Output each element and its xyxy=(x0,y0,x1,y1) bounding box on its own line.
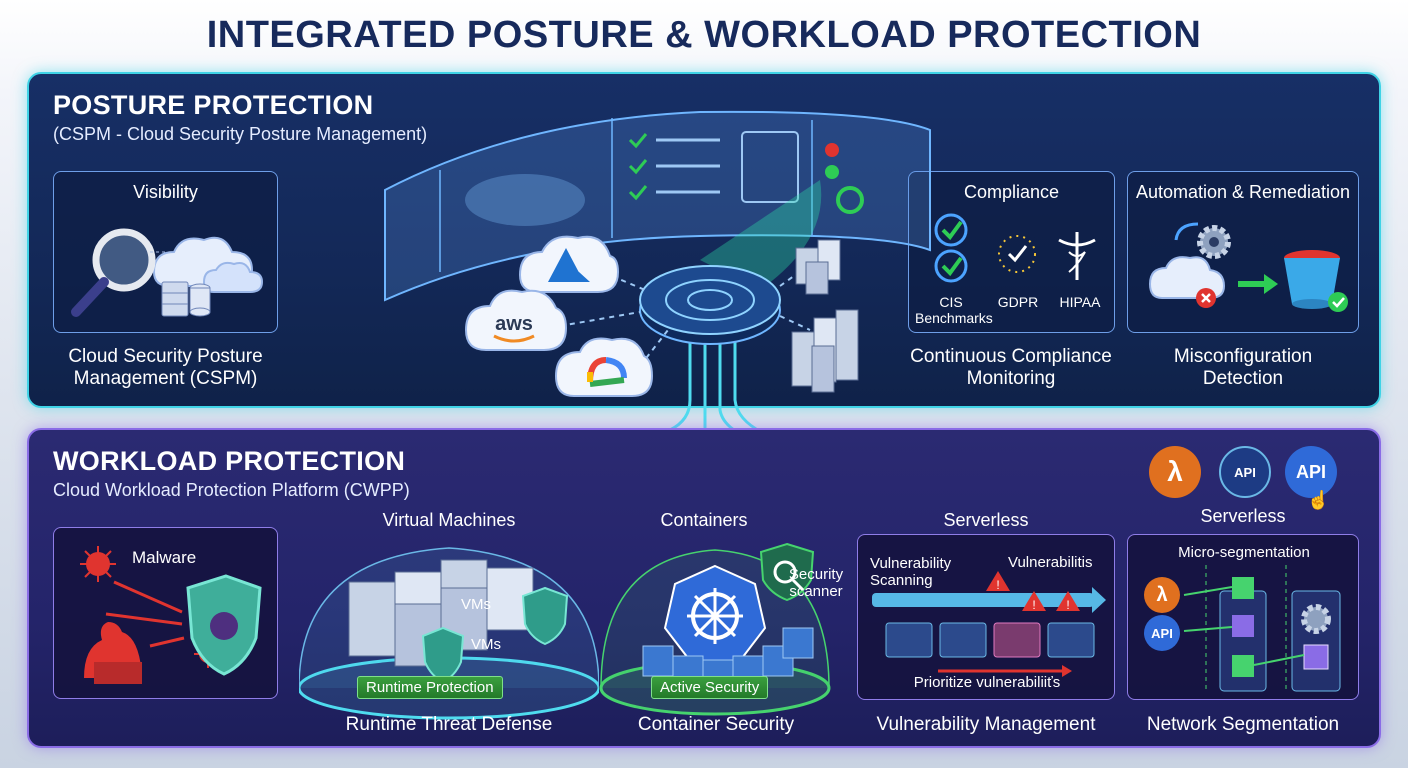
caduceus-icon xyxy=(1058,232,1096,280)
visibility-caption-line2: Management (CSPM) xyxy=(73,368,258,389)
segmentation-illustration xyxy=(1183,565,1341,692)
check-icon xyxy=(934,249,968,283)
api-icon: API xyxy=(1285,446,1337,498)
vm-tag-1: VMs xyxy=(461,596,491,613)
check-icon xyxy=(934,213,968,247)
malware-illustration xyxy=(80,546,262,684)
automation-caption-line1: Misconfiguration xyxy=(1173,346,1313,367)
gear-icon xyxy=(1301,604,1331,634)
automation-caption-line2: Detection xyxy=(1202,368,1284,389)
hipaa-label: HIPAA xyxy=(1059,294,1101,310)
cube-icon xyxy=(1232,577,1329,677)
cloud-icon xyxy=(152,236,264,293)
compliance-illustration xyxy=(934,213,1096,283)
segmentation-box: Micro-segmentation λ API xyxy=(1127,534,1359,700)
compliance-caption: Continuous Compliance Monitoring xyxy=(895,346,1127,390)
visibility-label: Visibility xyxy=(133,182,198,202)
bucket-icon xyxy=(1284,250,1340,309)
automation-label: Automation & Remediation xyxy=(1135,182,1351,202)
hub-disk xyxy=(639,265,781,345)
aws-icon: aws xyxy=(464,289,568,351)
gdpr-label: GDPR xyxy=(997,294,1039,310)
compliance-box: Compliance CIS Benchmarks G xyxy=(908,171,1115,333)
aws-text: aws xyxy=(495,313,533,335)
svg-text:!: ! xyxy=(1066,598,1069,612)
visibility-box: Visibility xyxy=(53,171,278,333)
workload-subtitle: Cloud Workload Protection Platform (CWPP… xyxy=(53,480,410,500)
vms-illustration xyxy=(299,547,599,720)
vulns-label: Vulnerabilitis xyxy=(1008,554,1093,571)
compliance-label: Compliance xyxy=(963,182,1060,202)
gear-icon xyxy=(1197,225,1231,259)
shield-icon xyxy=(421,586,569,684)
eu-stars-icon xyxy=(998,235,1036,273)
dashboard-screens xyxy=(384,110,931,302)
server-icon xyxy=(348,559,534,667)
vuln-box: Vulnerability Scanning Vulnerabilitis ! … xyxy=(857,534,1115,700)
workload-panel: WORKLOAD PROTECTION Cloud Workload Prote… xyxy=(27,428,1381,748)
serverless-icons-label: Serverless xyxy=(1200,506,1286,526)
check-icon xyxy=(628,133,720,201)
cis-label-line1: CIS xyxy=(939,294,963,310)
svg-text:!: ! xyxy=(996,578,999,592)
vms-caption: Runtime Threat Defense xyxy=(345,714,553,735)
containers-label: Containers xyxy=(660,510,748,530)
page-title: INTEGRATED POSTURE & WORKLOAD PROTECTION xyxy=(206,14,1202,56)
compliance-caption-line2: Monitoring xyxy=(966,368,1056,389)
visibility-caption: Cloud Security Posture Management (CSPM) xyxy=(53,346,278,390)
vuln-scan-label: Vulnerability Scanning xyxy=(870,555,970,589)
vms-label: Virtual Machines xyxy=(382,510,516,530)
visibility-caption-line1: Cloud Security Posture xyxy=(68,346,263,367)
posture-title: POSTURE PROTECTION xyxy=(53,90,374,120)
compliance-caption-line1: Continuous Compliance xyxy=(910,346,1112,367)
prioritize-label: Prioritize vulnerabiliiťs xyxy=(913,674,1061,691)
scanner-line1: Security xyxy=(788,566,844,583)
virus-icon xyxy=(80,546,116,582)
server-icon xyxy=(791,309,859,393)
containers-caption: Container Security xyxy=(637,714,795,735)
workload-title: WORKLOAD PROTECTION xyxy=(53,446,406,476)
security-scanner-label: Security scanner xyxy=(781,566,851,600)
serverless-label: Serverless xyxy=(943,510,1029,530)
google-cloud-icon xyxy=(554,337,654,397)
cis-label: CIS Benchmarks xyxy=(915,294,993,326)
posture-subtitle: (CSPM - Cloud Security Posture Managemen… xyxy=(53,124,428,144)
api-icon: API xyxy=(1144,615,1180,651)
warning-icon: ! ! ! xyxy=(986,571,1080,612)
active-security-badge: Active Security xyxy=(651,676,769,699)
vm-tag-2: VMs xyxy=(471,636,501,653)
magnifier-icon xyxy=(71,228,156,317)
database-icon xyxy=(161,281,211,317)
scanner-line2: scanner xyxy=(789,583,843,600)
api-icon: API xyxy=(1219,446,1271,498)
lambda-icon: λ xyxy=(1144,577,1180,613)
server-icon xyxy=(795,239,841,295)
hacker-icon xyxy=(84,622,142,684)
posture-panel: POSTURE PROTECTION (CSPM - Cloud Securit… xyxy=(27,72,1381,408)
shield-icon xyxy=(759,542,815,602)
serverless-caption: Vulnerability Management xyxy=(876,714,1096,735)
malware-box: Malware xyxy=(53,527,278,699)
cursor-icon: ☝ xyxy=(1307,490,1330,510)
azure-icon xyxy=(518,235,620,293)
automation-caption: Misconfiguration Detection xyxy=(1127,346,1359,390)
scan-line1: Vulnerability xyxy=(870,555,952,572)
vuln-illustration: ! ! ! xyxy=(872,571,1106,677)
visibility-illustration xyxy=(71,228,264,317)
segmentation-caption: Network Segmentation xyxy=(1146,714,1340,735)
cloud-icon xyxy=(1148,256,1226,299)
runtime-protection-badge: Runtime Protection xyxy=(357,676,503,699)
cis-label-line2: Benchmarks xyxy=(915,310,993,326)
automation-box: Automation & Remediation xyxy=(1127,171,1359,333)
shield-icon xyxy=(186,574,262,676)
segmentation-label: Micro-segmentation xyxy=(1178,544,1310,561)
scan-line2: Scanning xyxy=(870,572,933,589)
automation-illustration xyxy=(1148,222,1348,312)
malware-label: Malware xyxy=(132,548,197,567)
lambda-icon: λ xyxy=(1149,446,1201,498)
svg-text:!: ! xyxy=(1032,598,1035,612)
